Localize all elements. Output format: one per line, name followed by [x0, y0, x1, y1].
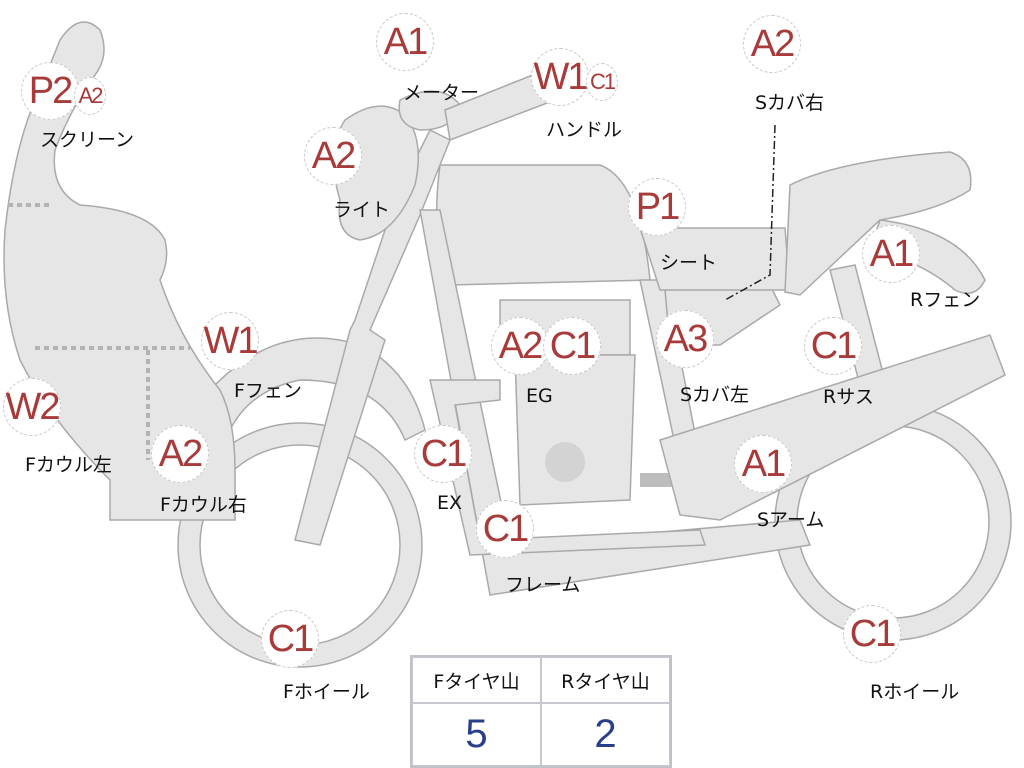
grade-badge: C1 — [586, 63, 618, 101]
grade-badge: P1 — [628, 178, 686, 236]
part-label-meter: メーター — [403, 82, 480, 104]
grade-badge: W1 — [201, 312, 259, 370]
part-label-seat: シート — [660, 252, 718, 274]
grade-badge: A2 — [151, 425, 209, 483]
part-label-front-fender: Fフェン — [234, 380, 302, 402]
grade-badge: C1 — [843, 605, 901, 663]
grade-badge: A1 — [862, 225, 920, 283]
grade-badge: W1 — [531, 48, 589, 106]
part-label-front-cowl-left: Fカウル左 — [25, 454, 112, 476]
rear-tire-header: Rタイヤ山 — [541, 657, 670, 703]
frame — [419, 209, 812, 596]
grade-badge: C1 — [543, 317, 601, 375]
tire-tread-table: Fタイヤ山 Rタイヤ山 5 2 — [410, 655, 672, 768]
grade-badge: A2 — [74, 77, 106, 115]
part-label-exhaust: EX — [437, 492, 463, 514]
part-label-swing-arm: Sアーム — [757, 509, 825, 531]
front-tire-header: Fタイヤ山 — [412, 657, 541, 703]
front-tire-value: 5 — [412, 703, 541, 766]
grade-badge: C1 — [804, 317, 862, 375]
part-label-front-cowl-right: Fカウル右 — [160, 494, 247, 516]
grade-badge: P2 — [21, 62, 79, 120]
part-label-engine: EG — [526, 385, 553, 407]
part-label-frame: フレーム — [505, 574, 581, 596]
grade-badge: C1 — [261, 610, 319, 668]
front-fork — [294, 128, 451, 546]
rear-tire-value: 2 — [541, 703, 670, 766]
part-label-light: ライト — [333, 199, 391, 221]
grade-badge: A2 — [304, 127, 362, 185]
grade-badge: A1 — [734, 435, 792, 493]
tail-cowl — [784, 151, 972, 296]
part-label-screen: スクリーン — [40, 129, 135, 151]
grade-badge: A1 — [376, 13, 434, 71]
grade-badge: A3 — [656, 310, 714, 368]
grade-badge: A2 — [491, 317, 549, 375]
part-label-side-cover-left: Sカバ左 — [680, 384, 750, 406]
part-label-handlebar: ハンドル — [546, 119, 623, 141]
part-label-rear-fender: Rフェン — [910, 289, 981, 311]
grade-badge: C1 — [476, 500, 534, 558]
fuel-tank — [435, 164, 651, 286]
part-label-rear-wheel: Rホイール — [870, 681, 960, 703]
grade-badge: C1 — [414, 425, 472, 483]
part-label-side-cover-right: Sカバ右 — [755, 92, 825, 114]
part-label-rear-suspension: Rサス — [823, 386, 874, 408]
grade-badge: A2 — [743, 15, 801, 73]
part-label-front-wheel: Fホイール — [283, 681, 370, 703]
grade-badge: W2 — [3, 378, 61, 436]
